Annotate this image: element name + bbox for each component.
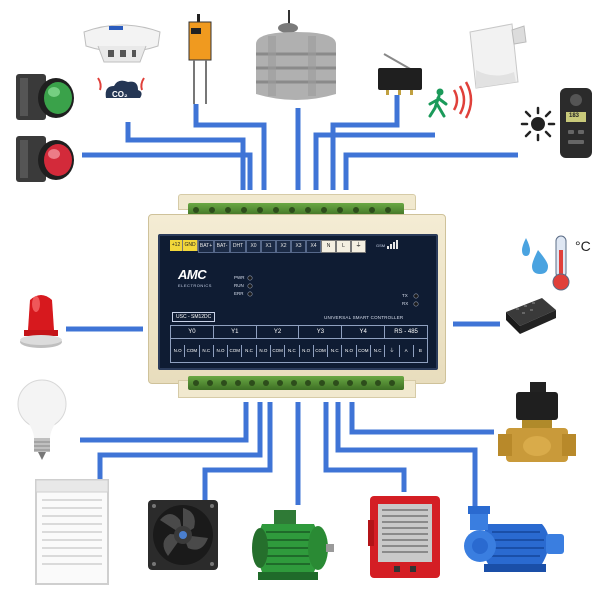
front-panel [158,234,438,370]
terminal-label: X1 [261,240,276,253]
top-terminal-screws [193,207,391,213]
output-pin: COM [228,345,243,357]
limit-switch-icon [378,53,422,95]
wire-soil-sensor [193,104,267,190]
led-label: RX [402,301,409,306]
controller-housing: +12 GND BAT+ BAT- DHT X0 X1 X2 X3 X4 N L… [148,194,446,404]
electric-motor-icon [252,510,334,580]
wire-pump [335,402,478,510]
light-bulb-icon [17,379,67,460]
signal-strength-icon [387,240,398,249]
output-name: Y4 [342,326,386,338]
comm-led-icons [413,293,419,307]
terminal-label: BAT- [214,240,230,253]
red-push-button-icon [16,136,74,182]
top-terminal-block [188,203,404,217]
motion-sensor-icon [428,23,527,119]
terminal-label: +12 [170,240,183,251]
smoke-detector-icon [83,24,161,98]
terminal-label: X0 [246,240,261,253]
wire-motion-sensor [313,132,435,190]
output-pin: N.O [214,345,229,357]
solenoid-valve-icon [498,382,576,462]
output-pin: N.O [171,345,186,357]
terminal-label: ⏚ [351,240,366,253]
light-meter-icon [560,88,592,158]
led-label: RUN [234,283,244,288]
output-pin: N.O [257,345,271,357]
wire-heater [323,402,407,492]
led-label: PWR [234,275,245,280]
bottom-terminal-screws [193,380,395,386]
sun-icon [520,106,556,142]
output-pin: ⏚ [385,345,400,357]
output-pin: N.O [300,345,314,357]
terminal-label: N [321,240,336,253]
terminal-label: X2 [276,240,291,253]
output-name: Y0 [171,326,214,338]
model-label: USC - SM12DC [172,312,216,322]
wire-limit-switch [330,95,400,190]
controller-subtitle: UNIVERSAL SMART CONTROLLER [324,315,404,320]
output-section: Y0 Y1 Y2 Y3 Y4 RS - 485 N.O COM N.C N.O … [170,325,428,363]
brand-logo: AMC [178,267,207,282]
output-pin: COM [314,345,329,357]
gsm-label: GSM [376,243,386,248]
output-pin: N.C [371,345,386,357]
fan-heater-icon [368,496,440,578]
terminal-label: GND [183,240,198,251]
status-led-icons [247,275,253,297]
output-name: RS - 485 [394,329,418,335]
output-pin: COM [185,345,200,357]
wire-fan [202,402,273,503]
terminal-label: L [336,240,351,253]
terminal-label: X3 [291,240,306,253]
wire-shutter [97,402,263,482]
output-pin: N.C [285,345,300,357]
wire-light-sensor [343,152,518,190]
terminal-label: BAT+ [198,240,214,253]
output-name: Y2 [257,326,300,338]
wire-push-button-red [82,152,253,190]
led-label: ERR [234,291,244,296]
output-pin: COM [357,345,371,357]
output-pin: A [400,345,414,357]
co2-label: CO₂ [112,90,128,99]
terminal-label: X4 [306,240,321,253]
output-pin: N.C [242,345,257,357]
wire-solenoid-valve [349,402,494,435]
roller-shutter-icon [35,479,109,585]
soil-sensor-icon [188,14,212,104]
output-pin: N.C [200,345,214,357]
temperature-unit: °C [575,238,591,254]
axial-fan-icon [148,500,218,570]
output-name: Y3 [299,326,343,338]
alarm-beacon-icon [20,295,62,348]
wire-bulb [80,402,249,443]
top-terminal-labels: +12 GND BAT+ BAT- DHT X0 X1 X2 X3 X4 N L… [170,240,366,253]
water-tank-icon [256,10,336,100]
output-name: Y1 [214,326,257,338]
output-pin: N.O [342,345,357,357]
output-pin: B [418,348,422,353]
temperature-humidity-icon [522,235,570,291]
output-pin: N.C [328,345,343,357]
water-pump-icon [464,506,564,572]
terminal-label: DHT [230,240,246,253]
light-meter-reading: 183 [569,113,580,119]
humidity-sensor-icon [506,298,556,334]
output-pin: COM [271,345,286,357]
brand-sub: ELECTRONICS [178,283,212,288]
green-push-button-icon [16,74,74,120]
led-label: TX [402,293,408,298]
